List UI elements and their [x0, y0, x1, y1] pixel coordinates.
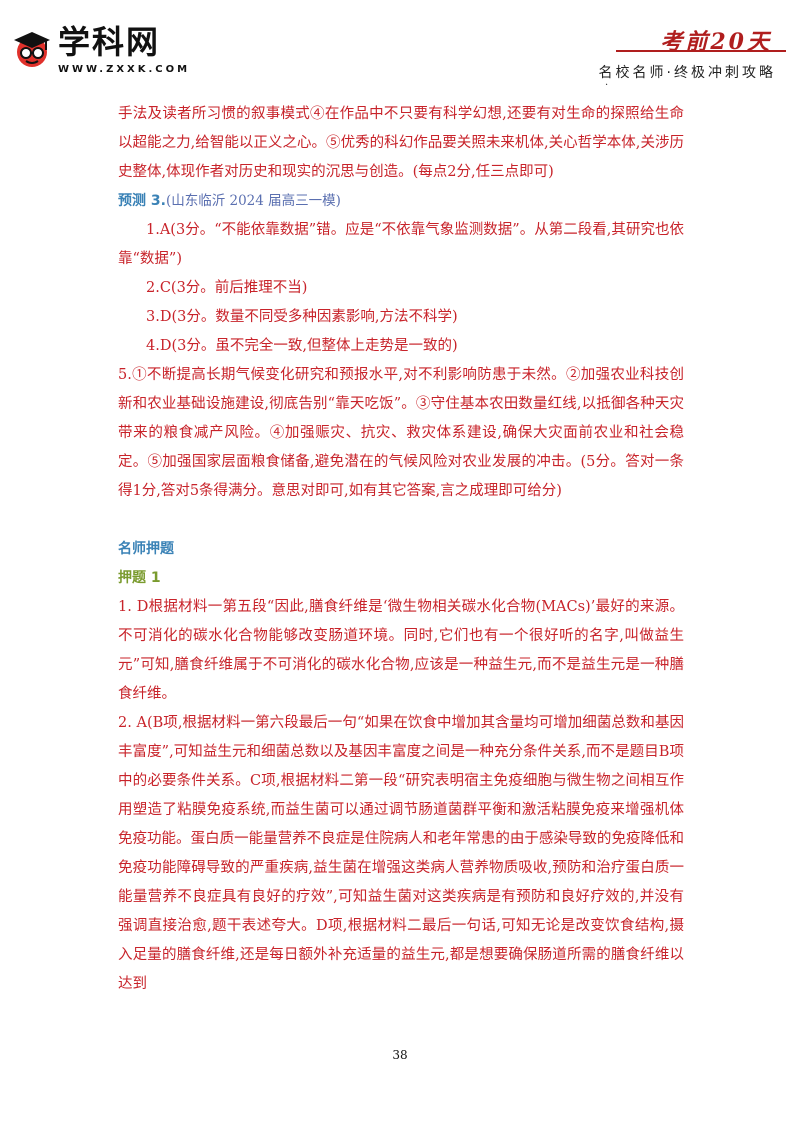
answer-3: 3.D(3分。数量不同受多种因素影响,方法不科学)	[146, 309, 458, 325]
brand-name: 学科网	[58, 23, 161, 61]
answer-5: 5.①不断提高长期气候变化研究和预报水平,对不利影响防患于未然。②加强农业科技创…	[118, 367, 684, 499]
graduation-cap-logo-icon	[14, 32, 50, 67]
page-header: 学科网 WWW.ZXXK.COM 考前20天 名校名师·终极冲刺攻略 ·	[0, 0, 800, 91]
answer-2: 2.C(3分。前后推理不当)	[146, 280, 308, 296]
prediction-source: (山东临沂 2024 届高三一模)	[165, 193, 341, 209]
page-content: 手法及读者所习惯的叙事模式④在作品中不只要有科学幻想,还要有对生命的探照给生命以…	[118, 100, 684, 999]
brand-url: WWW.ZXXK.COM	[58, 64, 191, 75]
answer-4: 4.D(3分。虽不完全一致,但整体上走势是一致的)	[146, 338, 458, 354]
header-tagline: 名校名师·终极冲刺攻略	[598, 65, 776, 81]
page-number: 38	[392, 1048, 408, 1062]
explanation-1: 1. D根据材料一第五段“因此,膳食纤维是‘微生物相关碳水化合物(MACs)’最…	[118, 599, 684, 702]
prediction-label: 预测 3.	[118, 193, 166, 209]
header-rule	[616, 50, 786, 52]
answer-paragraph-continued: 手法及读者所习惯的叙事模式④在作品中不只要有科学幻想,还要有对生命的探照给生命以…	[118, 106, 684, 180]
section-gap	[118, 506, 684, 535]
explanation-2: 2. A(B项,根据材料一第六段最后一句“如果在饮食中增加其含量均可增加细菌总数…	[118, 715, 684, 992]
header-dot: ·	[605, 80, 609, 91]
answer-1: 1.A(3分。“不能依靠数据”错。应是“不依靠气象监测数据”。从第二段看,其研究…	[118, 222, 684, 267]
question-title: 押题 1	[118, 570, 161, 586]
prediction-heading: 预测 3.(山东临沂 2024 届高三一模)	[118, 187, 684, 216]
section-title: 名师押题	[118, 541, 174, 557]
